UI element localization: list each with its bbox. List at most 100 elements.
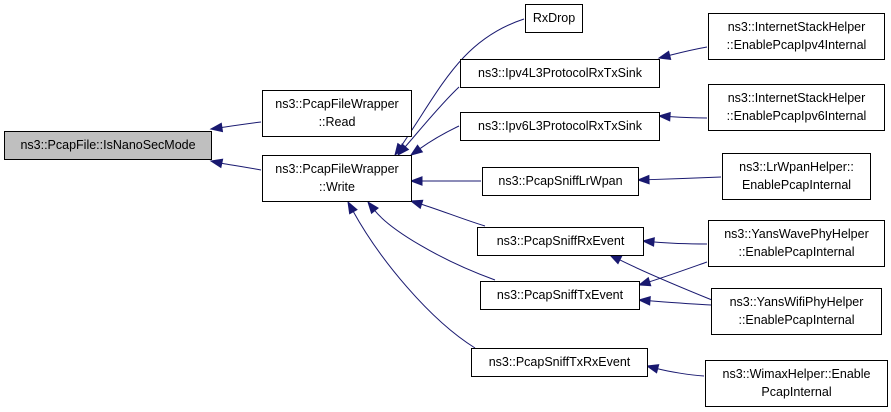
edge-line bbox=[420, 203, 486, 227]
node-box[interactable] bbox=[708, 84, 885, 131]
edge-line bbox=[400, 18, 525, 148]
node-root[interactable]: ns3::PcapFile::IsNanoSecMode bbox=[4, 131, 212, 160]
graph-nodes: ns3::PcapFile::IsNanoSecModens3::PcapFil… bbox=[4, 4, 888, 407]
edge-lrwpan-to-write bbox=[409, 176, 482, 186]
arrow-head-icon bbox=[367, 200, 379, 215]
node-box[interactable] bbox=[262, 155, 412, 202]
node-box[interactable] bbox=[4, 131, 212, 160]
graph-edges bbox=[209, 18, 722, 377]
node-box[interactable] bbox=[460, 112, 660, 141]
node-label: ns3::PcapFile::IsNanoSecMode bbox=[20, 138, 195, 152]
node-label: ::Read bbox=[319, 115, 356, 129]
edge-ipv6sink-to-write bbox=[409, 125, 460, 156]
edge-line bbox=[648, 261, 708, 283]
edge-rxevent-to-write bbox=[409, 199, 486, 227]
arrow-head-icon bbox=[657, 111, 671, 122]
node-label: PcapInternal bbox=[761, 385, 831, 399]
edge-read-to-root bbox=[209, 121, 262, 133]
edge-inet6-to-ipv6sink bbox=[657, 111, 708, 122]
node-label: ns3::InternetStackHelper bbox=[728, 91, 866, 105]
node-box[interactable] bbox=[722, 153, 871, 200]
node-label: ns3::PcapFileWrapper bbox=[275, 162, 398, 176]
arrow-head-icon bbox=[409, 199, 424, 210]
edge-line bbox=[220, 162, 262, 171]
node-inet6[interactable]: ns3::InternetStackHelper::EnablePcapIpv6… bbox=[708, 84, 885, 131]
node-label: ns3::YansWavePhyHelper bbox=[724, 227, 869, 241]
edge-yanswifi-to-txevent bbox=[637, 295, 712, 306]
edge-line bbox=[220, 121, 262, 129]
node-wimax[interactable]: ns3::WimaxHelper::EnablePcapInternal bbox=[705, 360, 888, 407]
node-label: ns3::InternetStackHelper bbox=[728, 20, 866, 34]
edge-yanswifi-to-rxevent bbox=[608, 254, 713, 301]
edge-write-to-root bbox=[209, 158, 262, 171]
node-rxdrop[interactable]: RxDrop bbox=[525, 4, 583, 33]
node-box[interactable] bbox=[480, 281, 640, 310]
node-txrxevent[interactable]: ns3::PcapSniffTxRxEvent bbox=[471, 348, 648, 377]
node-ipv6sink[interactable]: ns3::Ipv6L3ProtocolRxTxSink bbox=[460, 112, 660, 141]
arrow-head-icon bbox=[637, 295, 651, 306]
node-box[interactable] bbox=[482, 167, 639, 196]
arrow-head-icon bbox=[641, 237, 655, 247]
node-label: ::EnablePcapInternal bbox=[738, 313, 854, 327]
node-box[interactable] bbox=[460, 59, 660, 88]
node-inet4[interactable]: ns3::InternetStackHelper::EnablePcapIpv4… bbox=[708, 13, 885, 60]
node-label: ns3::PcapSniffRxEvent bbox=[497, 234, 625, 248]
node-lrwpanhelper[interactable]: ns3::LrWpanHelper::EnablePcapInternal bbox=[722, 153, 871, 200]
node-lrwpan[interactable]: ns3::PcapSniffLrWpan bbox=[482, 167, 639, 196]
arrow-head-icon bbox=[347, 200, 358, 215]
arrow-head-icon bbox=[397, 143, 410, 157]
edge-line bbox=[352, 210, 476, 349]
edge-line bbox=[652, 241, 708, 245]
node-box[interactable] bbox=[711, 288, 882, 335]
node-label: ns3::PcapSniffTxEvent bbox=[497, 288, 624, 302]
edge-line bbox=[618, 259, 713, 301]
node-txevent[interactable]: ns3::PcapSniffTxEvent bbox=[480, 281, 640, 310]
edge-txrxevent-to-write bbox=[347, 200, 476, 349]
node-yanswifi[interactable]: ns3::YansWifiPhyHelper::EnablePcapIntern… bbox=[711, 288, 882, 335]
node-label: ns3::PcapSniffTxRxEvent bbox=[489, 355, 631, 369]
edge-yanswave-to-txevent bbox=[637, 261, 708, 287]
node-box[interactable] bbox=[705, 360, 888, 407]
node-label: ::EnablePcapIpv6Internal bbox=[727, 109, 867, 123]
edge-inet4-to-ipv4sink bbox=[657, 46, 708, 60]
edge-yanswave-to-rxevent bbox=[641, 237, 708, 247]
arrow-head-icon bbox=[657, 50, 672, 60]
edge-line bbox=[404, 86, 460, 148]
arrow-head-icon bbox=[645, 364, 660, 374]
edge-wimax-to-txrxevent bbox=[645, 364, 705, 377]
arrow-head-icon bbox=[209, 158, 224, 169]
arrow-head-icon bbox=[636, 174, 650, 185]
node-write[interactable]: ns3::PcapFileWrapper::Write bbox=[262, 155, 412, 202]
node-box[interactable] bbox=[708, 220, 885, 267]
edge-line bbox=[648, 300, 712, 306]
node-rxevent[interactable]: ns3::PcapSniffRxEvent bbox=[477, 227, 644, 256]
arrow-head-icon bbox=[608, 254, 623, 265]
node-label: ::EnablePcapInternal bbox=[738, 245, 854, 259]
node-box[interactable] bbox=[708, 13, 885, 60]
node-label: ns3::YansWifiPhyHelper bbox=[730, 295, 864, 309]
node-label: ns3::Ipv4L3ProtocolRxTxSink bbox=[478, 66, 643, 80]
node-label: ns3::PcapSniffLrWpan bbox=[498, 174, 622, 188]
edge-ipv4sink-to-write bbox=[397, 86, 460, 157]
node-label: ns3::PcapFileWrapper bbox=[275, 97, 398, 111]
edge-line bbox=[656, 368, 705, 377]
edge-lrwpanhelper-to-lrwpan bbox=[636, 174, 722, 185]
edge-txevent-to-write bbox=[367, 200, 496, 281]
node-read[interactable]: ns3::PcapFileWrapper::Read bbox=[262, 90, 412, 137]
node-label: ns3::LrWpanHelper:: bbox=[739, 160, 854, 174]
edge-line bbox=[418, 125, 460, 150]
node-yanswave[interactable]: ns3::YansWavePhyHelper::EnablePcapIntern… bbox=[708, 220, 885, 267]
edge-line bbox=[668, 116, 708, 119]
node-label: ::Write bbox=[319, 180, 355, 194]
edge-line bbox=[373, 209, 496, 281]
arrow-head-icon bbox=[637, 276, 652, 287]
node-box[interactable] bbox=[471, 348, 648, 377]
node-ipv4sink[interactable]: ns3::Ipv4L3ProtocolRxTxSink bbox=[460, 59, 660, 88]
node-box[interactable] bbox=[477, 227, 644, 256]
node-box[interactable] bbox=[262, 90, 412, 137]
node-box[interactable] bbox=[525, 4, 583, 33]
arrow-head-icon bbox=[409, 176, 423, 186]
node-label: RxDrop bbox=[533, 11, 575, 25]
node-label: ns3::WimaxHelper::Enable bbox=[723, 367, 871, 381]
